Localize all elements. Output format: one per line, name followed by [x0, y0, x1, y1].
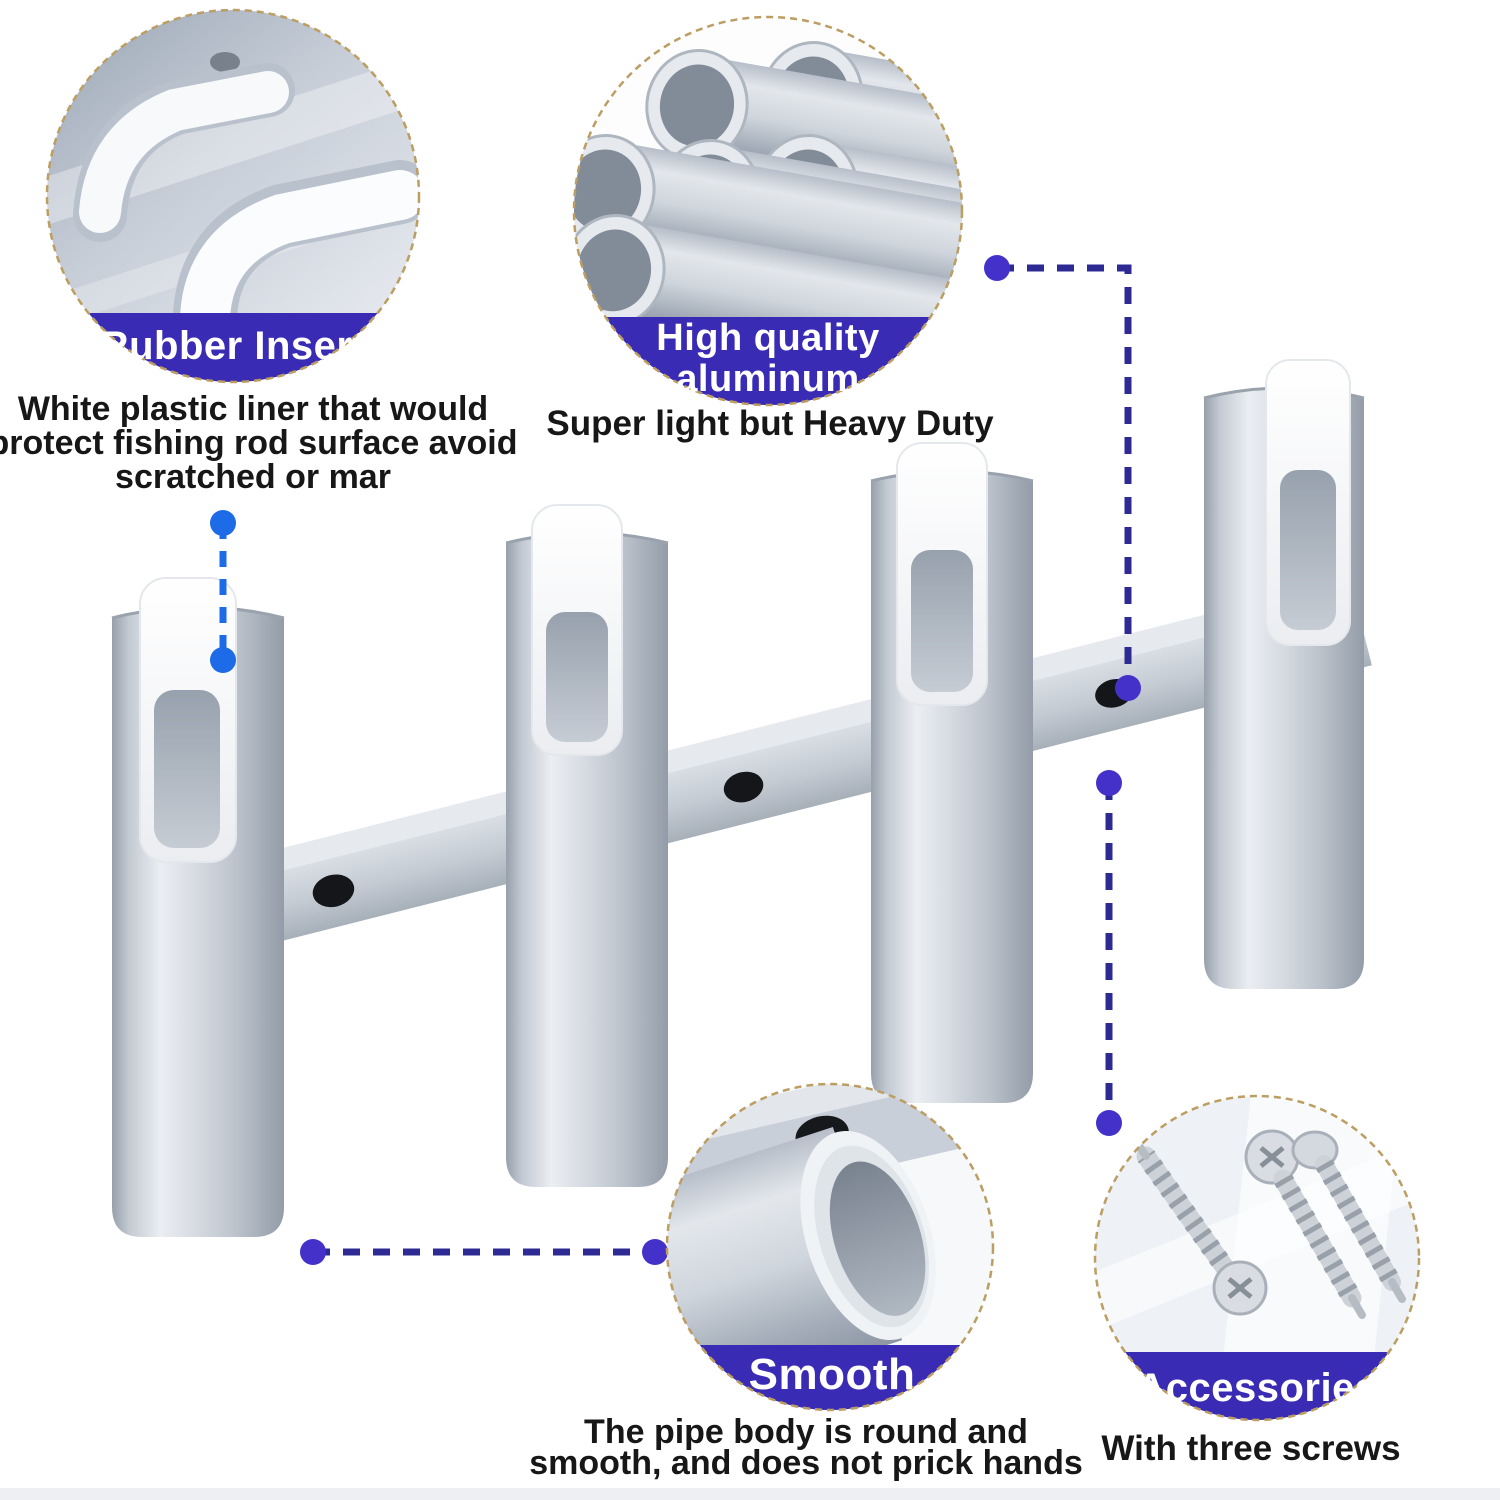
leader-accessories — [1096, 770, 1122, 1136]
rail-front-face — [211, 599, 1372, 955]
leader-dot — [300, 1239, 326, 1265]
description-accessories: With three screws — [1101, 1429, 1401, 1468]
white-clip-insert — [79, 71, 289, 233]
description-line: scratched or mar — [115, 458, 391, 496]
banner-label-smooth: Smooth — [748, 1350, 916, 1399]
banner-label-line: High quality — [656, 317, 880, 359]
screws — [1129, 1129, 1406, 1319]
rail-top-face — [205, 577, 1356, 890]
leader-dot — [210, 647, 236, 673]
leader-dot — [1096, 770, 1122, 796]
mounting-rail — [205, 577, 1372, 955]
tube-liner-interior — [546, 612, 608, 742]
banner-label-accessories: Accessories — [1136, 1366, 1378, 1410]
rod-tube-3 — [870, 442, 1034, 1103]
description-line: White plastic liner that would — [17, 390, 489, 428]
leader-dot — [210, 510, 236, 536]
clip-hole — [210, 52, 240, 72]
dashed-circle-border — [665, 1082, 995, 1412]
rod-holder-rack — [111, 359, 1372, 1237]
banner-label-line: aluminum — [676, 358, 860, 400]
pipe-opening — [829, 1161, 926, 1316]
rod-tube-4 — [1203, 359, 1365, 989]
white-clip-insert — [179, 170, 419, 355]
rail-screw-hole — [723, 771, 764, 803]
leader-aluminum — [984, 255, 1141, 701]
leader-dot — [642, 1239, 668, 1265]
description-line: smooth, and does not prick hands — [529, 1444, 1083, 1482]
leader-smooth — [300, 1239, 668, 1265]
callout-circle-smooth — [665, 1082, 995, 1412]
dashed-circle-border — [572, 15, 964, 407]
rail-screw-hole — [312, 874, 355, 908]
tube-liner-interior — [1280, 470, 1336, 630]
banner-label-aluminum: High quality aluminum — [656, 318, 879, 400]
leader-rubber-insert — [210, 510, 236, 673]
leader-dot — [1096, 1110, 1122, 1136]
tube-liner-interior — [911, 550, 973, 692]
description-line: protect fishing rod surface avoid — [0, 424, 518, 462]
bottom-edge-band — [0, 1488, 1500, 1500]
description-rubber-insert: White plastic liner that would protect f… — [0, 392, 517, 494]
banner-label-rubber-insert: Rubber Insert — [99, 324, 367, 368]
leader-line — [997, 264, 1132, 688]
description-aluminum: Super light but Heavy Duty — [546, 404, 994, 443]
dashed-circle-border — [45, 8, 421, 384]
description-smooth: The pipe body is round and smooth, and d… — [529, 1413, 1083, 1482]
dashed-circle-border — [1093, 1094, 1421, 1422]
leader-dot — [1115, 675, 1141, 701]
callout-circle-aluminum — [572, 15, 964, 407]
callout-circle-rubber-insert — [45, 8, 421, 384]
description-line: The pipe body is round and — [584, 1413, 1028, 1451]
rod-tube-2 — [505, 504, 669, 1187]
tube-liner-interior — [154, 690, 220, 848]
rod-tube-1 — [111, 577, 285, 1237]
leader-dot — [984, 255, 1010, 281]
